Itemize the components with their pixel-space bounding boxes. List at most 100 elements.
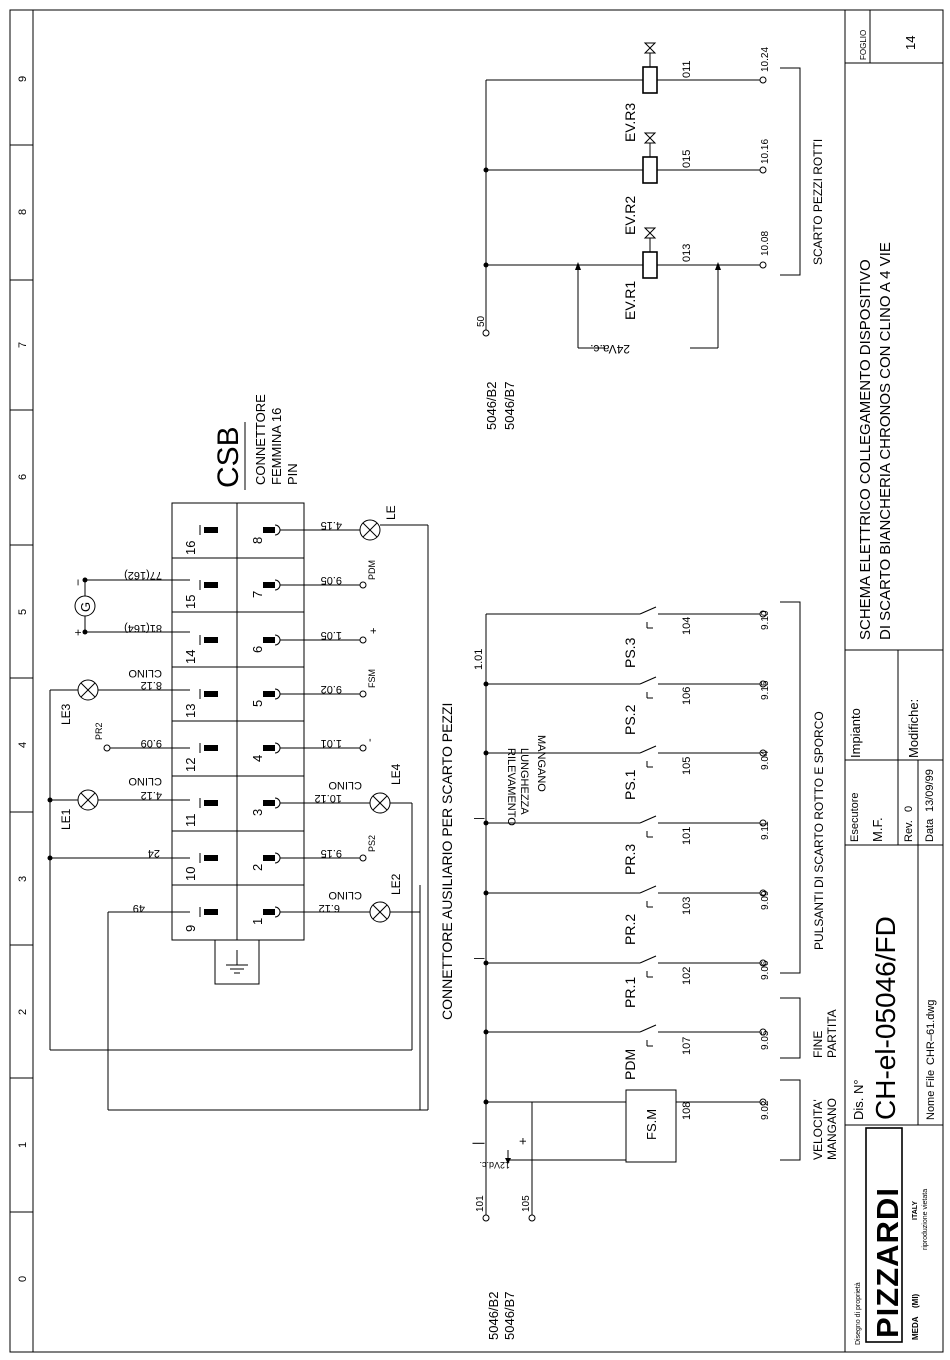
wire-tick: | — [473, 957, 485, 960]
wire-number: 103 — [681, 897, 693, 915]
wire-tick: | — [473, 817, 485, 820]
ruler-label: 9 — [17, 76, 29, 82]
ruler: 0 1 2 3 4 5 6 7 8 9 — [10, 76, 33, 1282]
ground-block — [214, 939, 260, 985]
esecutore-value: M.F. — [870, 817, 885, 842]
clino-label: CLINO — [328, 779, 362, 791]
terminal-label: PR2 — [94, 722, 104, 740]
note-text: RILEVAMENTO — [505, 748, 517, 826]
valve-label: EV.R2 — [622, 196, 638, 235]
pin-number: 16 — [183, 541, 198, 555]
fsm-label: FS.M — [644, 1109, 659, 1140]
lamp-label: LE2 — [389, 873, 403, 895]
valve-icon — [643, 132, 657, 144]
valve-coil — [642, 156, 658, 184]
company-logo: PIZZARDI — [870, 1187, 905, 1338]
terminal-label: PDM — [367, 560, 377, 580]
note-text: MANGANO — [535, 735, 547, 792]
device-label: PR.3 — [622, 844, 638, 875]
modifiche-label: Modifiche: — [906, 699, 921, 758]
terminal-minus: - — [364, 738, 376, 742]
wire-number: 107 — [681, 1037, 693, 1055]
lamp-label: LE1 — [59, 808, 73, 830]
ground-icon — [226, 950, 248, 974]
csb-connector: 16 15 14 13 12 11 10 9 8 7 6 5 4 3 2 1 C… — [171, 394, 305, 985]
ref-label: 5046/B2 — [484, 382, 499, 430]
wire-ref: 6.12 — [319, 902, 340, 914]
wire-number: 106 — [681, 687, 693, 705]
ruler-label: 5 — [17, 609, 29, 615]
pin-number: 1 — [250, 918, 265, 925]
valve-icon — [643, 42, 657, 54]
wire-ref: 8.12 — [141, 679, 162, 691]
valve-terminal: 10.24 — [760, 47, 771, 72]
valve-wire: 013 — [681, 244, 693, 262]
group-label: VELOCITA' — [811, 1099, 825, 1160]
inner-frame — [32, 9, 944, 1353]
terminal-number: 101 — [475, 1195, 486, 1212]
note-text: LUNGHEZZA — [518, 748, 530, 815]
pin-number: 12 — [183, 758, 198, 772]
ruler-label: 3 — [17, 876, 29, 882]
wire-ref: 1.05 — [321, 629, 342, 641]
generator-label: G — [78, 602, 93, 612]
supply-minus: | — [470, 1142, 485, 1145]
ownership-text: Disegno di proprietà — [855, 1282, 862, 1345]
pin-number: 2 — [250, 864, 265, 871]
reproduction-notice: riproduzione vietata — [922, 1189, 929, 1250]
drawing-number: CH-el-05046/FD — [870, 916, 901, 1120]
group-label: PARTITA — [825, 1009, 839, 1058]
fsm-box — [625, 1089, 677, 1163]
device-label: PS.3 — [622, 637, 638, 668]
ruler-label: 4 — [17, 742, 29, 748]
country: ITALY — [912, 1201, 919, 1220]
valve-terminal: 10.08 — [760, 231, 771, 256]
drawing-title: SCHEMA ELETTRICO COLLEGAMENTO DISPOSITIV… — [857, 259, 874, 640]
data-label: Data — [924, 818, 936, 842]
nome-file-label: Nome File — [925, 1070, 937, 1120]
wire-ref: 77(162) — [124, 569, 162, 581]
group-label: PULSANTI DI SCARTO ROTTO E SPORCO — [812, 711, 826, 950]
terminal-number: 50 — [476, 315, 487, 327]
clino-label: CLINO — [128, 667, 162, 679]
group-label: SCARTO PEZZI ROTTI — [811, 139, 825, 265]
pin-number: 8 — [250, 537, 265, 544]
wire-ref: 49 — [133, 902, 145, 914]
ruler-label: 1 — [17, 1142, 29, 1148]
device-label: PR.2 — [622, 914, 638, 945]
generator-plus: + — [71, 629, 85, 636]
pin-number: 6 — [250, 646, 265, 653]
out-terminal: 9.09 — [760, 890, 771, 910]
wire-ref: 10.12 — [314, 792, 342, 804]
device-label: PDM — [622, 1049, 638, 1080]
pin-number: 11 — [183, 814, 198, 828]
valve-circuit: 50 5046/B2 5046/B7 EV.R1 013 10.08 EV.R2… — [476, 42, 825, 430]
pin-number: 5 — [250, 700, 265, 707]
valve-icon — [643, 227, 657, 239]
out-terminal: 9.06 — [760, 960, 771, 980]
wire-ref: 4.15 — [321, 519, 342, 531]
connector-desc: CONNETTORE — [253, 394, 268, 485]
ruler-label: 7 — [17, 342, 29, 348]
connector-name: CSB — [212, 426, 245, 488]
dis-label: Dis. N° — [851, 1079, 866, 1120]
device-label: PR.1 — [622, 977, 638, 1008]
wire-ref: 9.09 — [141, 737, 162, 749]
generator-icon — [74, 595, 96, 617]
aux-title: CONNETTORE AUSILIARIO PER SCARTO PEZZI — [439, 703, 455, 1020]
logo-box — [865, 1127, 903, 1343]
pin-number: 4 — [250, 755, 265, 762]
group-label: FINE — [811, 1031, 825, 1058]
valve-terminal: 10.16 — [760, 139, 771, 164]
pin-symbols — [199, 524, 281, 918]
out-terminal: 9.11 — [760, 821, 771, 840]
lamp-icon — [77, 789, 99, 811]
vac-label: 24Va.c. — [590, 342, 630, 356]
pin-number: 13 — [183, 704, 198, 718]
valve-coil — [642, 251, 658, 279]
valve-label: EV.R1 — [622, 281, 638, 320]
terminal-label: FSM — [367, 669, 377, 688]
rev-label: Rev. — [903, 820, 915, 842]
ref-label: 5046/B2 — [486, 1292, 501, 1340]
